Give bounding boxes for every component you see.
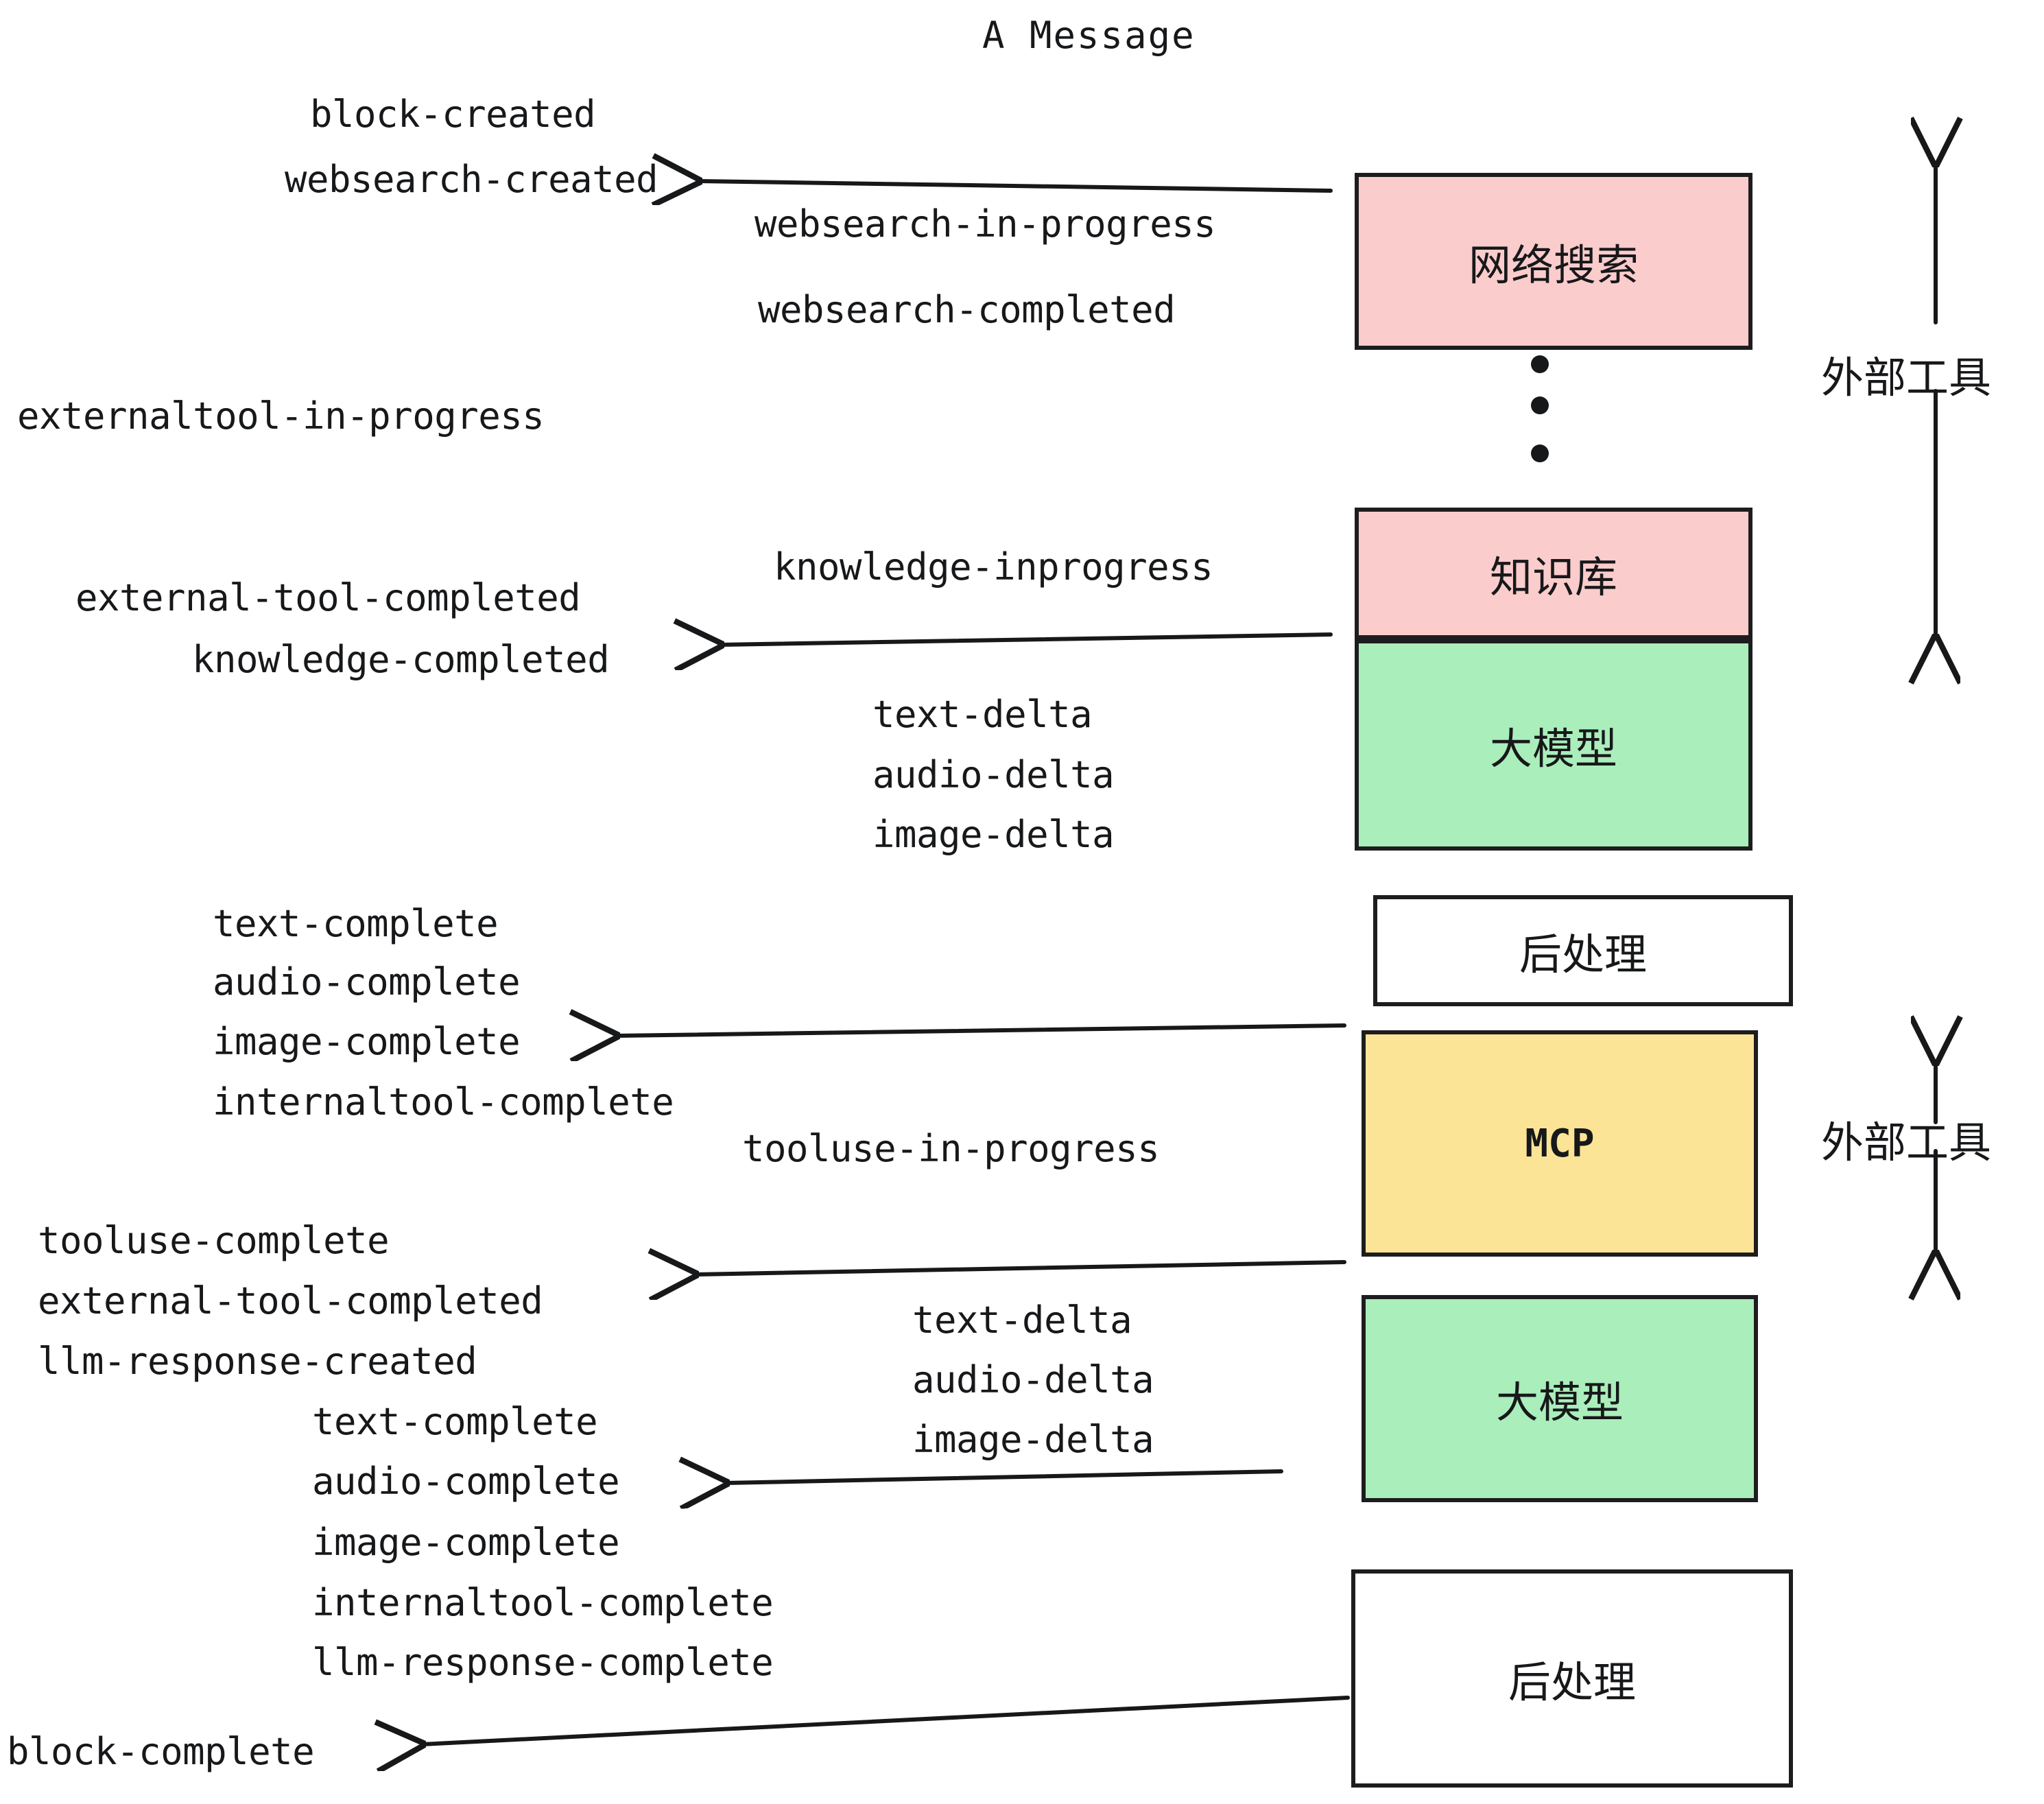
side-label-external-tools-bottom: 外部工具 bbox=[1821, 1117, 1992, 1167]
event-label-llm-response-complete: llm-response-complete bbox=[312, 1641, 774, 1684]
event-label-external-tool-completed-1: external-tool-completed bbox=[75, 576, 581, 619]
event-label-internaltool-complete-2: internaltool-complete bbox=[312, 1581, 774, 1624]
event-label-tooluse-in-progress: tooluse-in-progress bbox=[742, 1127, 1160, 1170]
node-label: 网络搜索 bbox=[1468, 240, 1639, 290]
node-postprocess-2[interactable]: 后处理 bbox=[1351, 1569, 1793, 1788]
event-label-externaltool-in-progress: externaltool-in-progress bbox=[17, 394, 545, 438]
node-label: 知识库 bbox=[1489, 552, 1617, 602]
node-llm-1[interactable]: 大模型 bbox=[1355, 639, 1752, 851]
node-label: 后处理 bbox=[1519, 929, 1647, 980]
node-postprocess-1[interactable]: 后处理 bbox=[1373, 895, 1793, 1006]
event-label-llm-response-created: llm-response-created bbox=[38, 1340, 477, 1383]
ellipsis-dot-icon bbox=[1531, 444, 1549, 462]
node-label: 后处理 bbox=[1508, 1657, 1636, 1707]
event-label-audio-complete-1: audio-complete bbox=[213, 960, 521, 1004]
event-label-image-complete-2: image-complete bbox=[312, 1521, 620, 1564]
node-websearch[interactable]: 网络搜索 bbox=[1355, 173, 1752, 350]
event-label-text-complete-2: text-complete bbox=[312, 1400, 598, 1443]
node-llm-2[interactable]: 大模型 bbox=[1362, 1295, 1758, 1502]
event-label-image-delta-1: image-delta bbox=[872, 813, 1115, 856]
event-label-internaltool-complete-1: internaltool-complete bbox=[213, 1080, 674, 1124]
event-label-websearch-in-progress: websearch-in-progress bbox=[754, 202, 1216, 246]
event-label-audio-complete-2: audio-complete bbox=[312, 1460, 620, 1503]
arrow-postprocess-to-image bbox=[616, 1025, 1346, 1036]
ellipsis-dot-icon bbox=[1531, 355, 1549, 373]
event-label-tooluse-complete: tooluse-complete bbox=[38, 1219, 390, 1262]
event-label-external-tool-completed-2: external-tool-completed bbox=[38, 1279, 543, 1322]
event-label-text-complete-1: text-complete bbox=[213, 902, 499, 945]
ellipsis-dot-icon bbox=[1531, 396, 1549, 414]
event-label-text-delta-1: text-delta bbox=[872, 693, 1093, 736]
node-label: 大模型 bbox=[1495, 1377, 1624, 1427]
arrow-postprocess2-to-block bbox=[422, 1696, 1350, 1744]
node-label: MCP bbox=[1525, 1121, 1595, 1166]
arrow-knowledge-to-completed bbox=[720, 634, 1333, 645]
arrow-mcp-to-tooluse bbox=[695, 1262, 1346, 1274]
arrow-websearch-to-block bbox=[698, 181, 1333, 191]
node-label: 大模型 bbox=[1489, 724, 1617, 774]
arrow-llm2-to-audio bbox=[726, 1471, 1283, 1483]
event-label-websearch-created: websearch-created bbox=[285, 158, 658, 201]
event-label-text-delta-2: text-delta bbox=[912, 1298, 1132, 1342]
event-label-block-created: block-created bbox=[310, 93, 596, 136]
event-label-image-complete-1: image-complete bbox=[213, 1020, 521, 1063]
node-knowledge[interactable]: 知识库 bbox=[1355, 508, 1752, 639]
event-label-block-complete: block-complete bbox=[7, 1730, 315, 1773]
side-label-external-tools-top: 外部工具 bbox=[1821, 353, 1992, 403]
event-label-audio-delta-1: audio-delta bbox=[872, 753, 1115, 796]
event-label-knowledge-completed: knowledge-completed bbox=[192, 638, 610, 681]
page-title: A Message bbox=[982, 14, 1196, 57]
node-mcp[interactable]: MCP bbox=[1362, 1030, 1758, 1257]
event-label-image-delta-2: image-delta bbox=[912, 1418, 1154, 1461]
event-label-knowledge-inprogress: knowledge-inprogress bbox=[774, 545, 1213, 589]
event-label-audio-delta-2: audio-delta bbox=[912, 1358, 1154, 1401]
event-label-websearch-completed: websearch-completed bbox=[758, 288, 1176, 331]
